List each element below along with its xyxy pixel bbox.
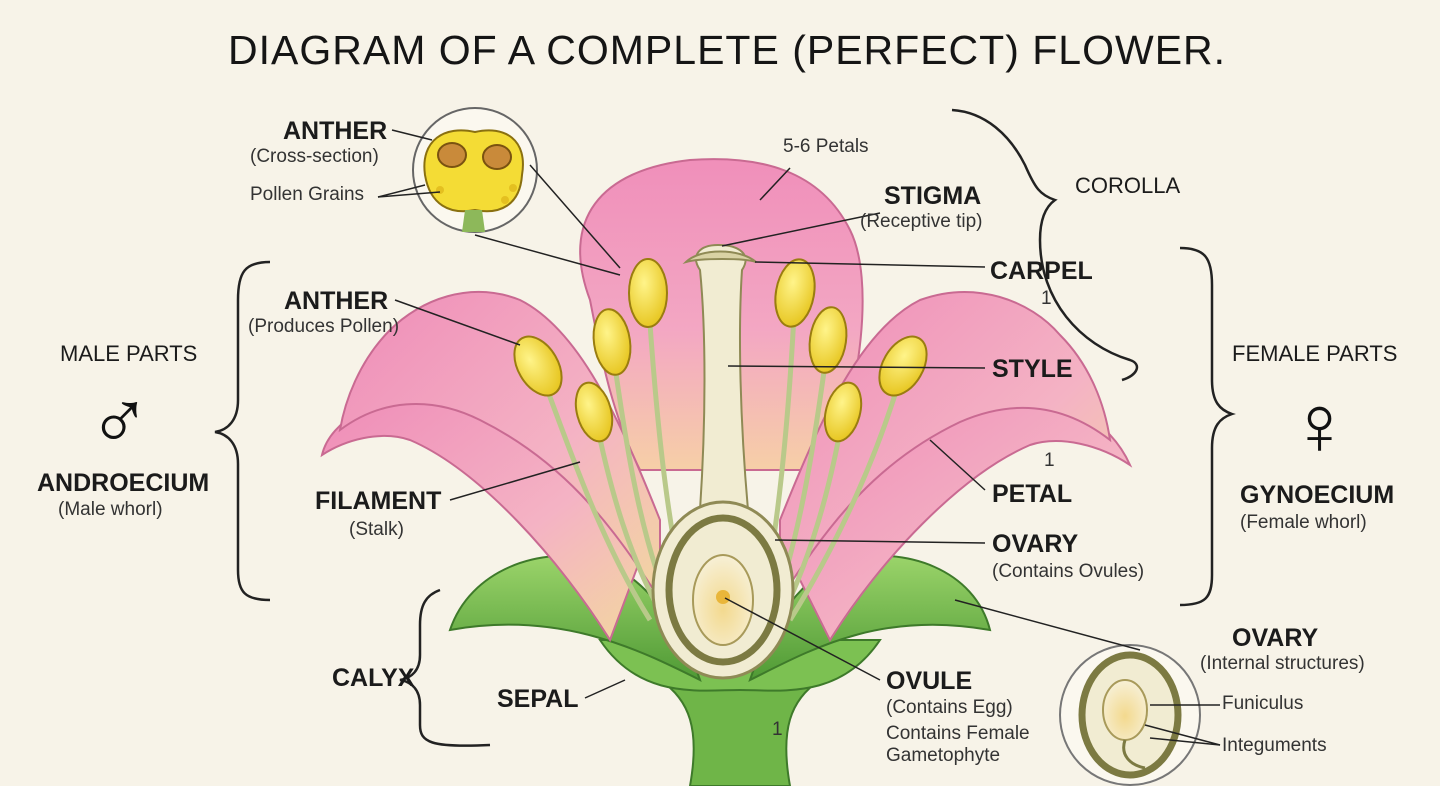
ovary-internal-inset: [1059, 644, 1201, 786]
page-title: DIAGRAM OF A COMPLETE (PERFECT) FLOWER.: [228, 27, 1227, 73]
label-calyx: CALYX: [332, 664, 415, 692]
label-ovule-note: (Contains Egg): [886, 697, 1013, 718]
androecium-label: ANDROECIUM: [37, 469, 210, 497]
label-ovary: OVARY: [992, 530, 1079, 558]
label-receptacle-mark: 1: [772, 719, 783, 740]
label-ovule-extra-2: Gametophyte: [886, 745, 1001, 766]
label-ovary-internal-note: (Internal structures): [1200, 653, 1365, 674]
petal-right-upper: [779, 291, 1112, 604]
petal-left-upper: [338, 291, 661, 604]
label-petals-count: 5-6 Petals: [783, 136, 869, 157]
braces: [214, 108, 1236, 747]
label-anther-cross-section: ANTHER: [283, 117, 388, 145]
label-ovule-extra-1: Contains Female: [886, 723, 1030, 744]
label-filament-note: (Stalk): [349, 519, 404, 540]
label-corolla: COROLLA: [1075, 173, 1181, 198]
label-ovary-note: (Contains Ovules): [992, 561, 1145, 582]
gynoecium-note: (Female whorl): [1240, 512, 1367, 533]
anthers: [513, 258, 928, 443]
pistil: [651, 243, 795, 680]
androecium-note: (Male whorl): [58, 499, 163, 520]
label-petal: PETAL: [992, 480, 1073, 508]
label-anther-note: (Produces Pollen): [248, 316, 400, 337]
label-stigma: STIGMA: [884, 182, 982, 210]
label-anther: ANTHER: [284, 287, 389, 315]
label-integuments: Integuments: [1222, 735, 1327, 756]
label-pollen-grains: Pollen Grains: [250, 184, 365, 205]
label-sepal: SEPAL: [497, 685, 579, 713]
label-ovule: OVULE: [886, 667, 973, 695]
female-symbol-icon: ♀: [1288, 378, 1351, 472]
label-stigma-note: (Receptive tip): [860, 211, 983, 232]
label-filament: FILAMENT: [315, 487, 442, 515]
label-carpel-note: 1: [1041, 288, 1052, 309]
label-carpel: CARPEL: [990, 257, 1093, 285]
label-petal-note: 1: [1044, 450, 1055, 471]
gynoecium-label: GYNOECIUM: [1240, 481, 1395, 509]
label-anther-cross-section-note: (Cross-section): [250, 146, 379, 167]
female-heading: FEMALE PARTS: [1232, 341, 1398, 366]
label-funiculus: Funiculus: [1222, 693, 1304, 714]
label-style: STYLE: [992, 355, 1073, 383]
male-heading: MALE PARTS: [60, 341, 198, 366]
leader-lines: [377, 129, 1221, 746]
label-ovary-internal: OVARY: [1232, 624, 1319, 652]
male-symbol-icon: ♂: [88, 370, 151, 464]
anther-cross-section-inset: [412, 107, 538, 233]
